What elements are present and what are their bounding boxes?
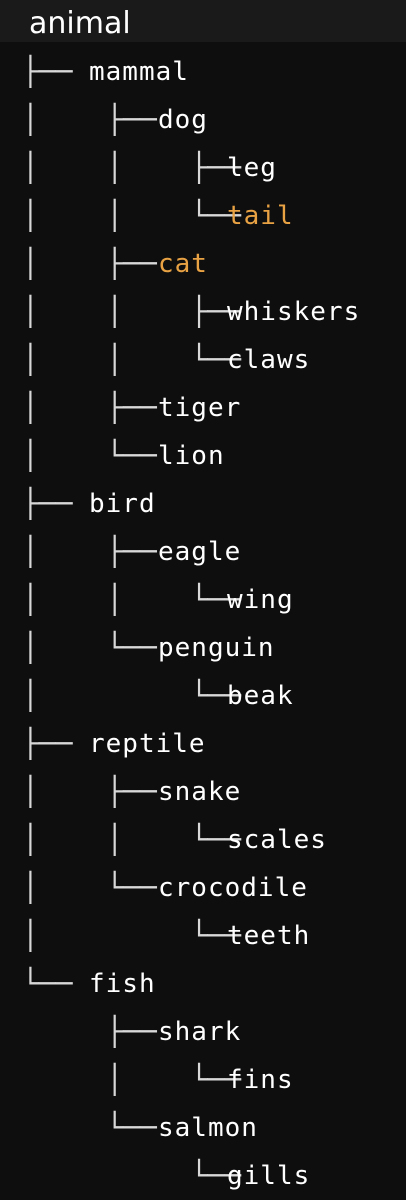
tree-branch-connector: ├── xyxy=(22,487,73,520)
tree-branch-connector: └── xyxy=(22,967,73,1000)
tree-node-label[interactable]: cat xyxy=(158,249,208,279)
tree-branch-connector: │ │ └── xyxy=(22,199,242,232)
tree-node-whiskers[interactable]: │ │ ├──whiskers xyxy=(0,288,406,336)
tree-branch-connector: │ │ └── xyxy=(22,343,242,376)
tree-node-claws[interactable]: │ │ └──claws xyxy=(0,336,406,384)
tree-node-mammal[interactable]: ├── mammal xyxy=(0,48,406,96)
root-header: animal xyxy=(0,0,406,42)
tree-branch-connector: │ └── xyxy=(22,919,242,952)
tree-node-eagle[interactable]: │ ├──eagle xyxy=(0,528,406,576)
tree-branch-connector: │ │ ├── xyxy=(22,151,242,184)
tree-branch-connector: │ └── xyxy=(22,439,157,472)
tree-node-label[interactable]: lion xyxy=(158,441,225,471)
tree-branch-connector: │ ├── xyxy=(22,391,157,424)
tree-node-label[interactable]: teeth xyxy=(227,921,311,951)
tree-node-label[interactable]: wing xyxy=(227,585,294,615)
tree-node-label[interactable]: crocodile xyxy=(158,873,308,903)
tree-branch-connector: │ │ └── xyxy=(22,583,242,616)
tree-node-label[interactable]: scales xyxy=(227,825,327,855)
tree-node-label[interactable]: tiger xyxy=(158,393,242,423)
tree-node-label[interactable]: fins xyxy=(227,1065,294,1095)
tree-node-bird[interactable]: ├── bird xyxy=(0,480,406,528)
tree-node-reptile[interactable]: ├── reptile xyxy=(0,720,406,768)
tree-node-lion[interactable]: │ └──lion xyxy=(0,432,406,480)
tree-node-label[interactable]: whiskers xyxy=(227,297,361,327)
tree-node-scales[interactable]: │ │ └──scales xyxy=(0,816,406,864)
tree-node-crocodile[interactable]: │ └──crocodile xyxy=(0,864,406,912)
tree-branch-connector: │ ├── xyxy=(22,247,157,280)
tree-node-label[interactable]: leg xyxy=(227,153,277,183)
tree-node-penguin[interactable]: │ └──penguin xyxy=(0,624,406,672)
tree-node-teeth[interactable]: │ └──teeth xyxy=(0,912,406,960)
tree-branch-connector: └── xyxy=(22,1159,242,1192)
tree-node-snake[interactable]: │ ├──snake xyxy=(0,768,406,816)
tree-node-label[interactable]: bird xyxy=(89,489,156,519)
tree-node-gills[interactable]: └──gills xyxy=(0,1152,406,1200)
tree-branch-connector: │ │ └── xyxy=(22,823,242,856)
tree-node-label[interactable]: fish xyxy=(89,969,156,999)
tree-node-shark[interactable]: ├──shark xyxy=(0,1008,406,1056)
tree-node-label[interactable]: snake xyxy=(158,777,242,807)
tree-node-wing[interactable]: │ │ └──wing xyxy=(0,576,406,624)
tree-node-salmon[interactable]: └──salmon xyxy=(0,1104,406,1152)
tree-node-fish[interactable]: └── fish xyxy=(0,960,406,1008)
tree-node-label[interactable]: gills xyxy=(227,1161,311,1191)
tree-branch-connector: │ ├── xyxy=(22,775,157,808)
tree-branch-connector: │ └── xyxy=(22,1063,242,1096)
tree-node-beak[interactable]: │ └──beak xyxy=(0,672,406,720)
root-label[interactable]: animal xyxy=(29,6,131,41)
tree-branch-connector: ├── xyxy=(22,1015,157,1048)
tree-node-label[interactable]: reptile xyxy=(89,729,206,759)
tree-node-label[interactable]: dog xyxy=(158,105,208,135)
tree-branch-connector: │ └── xyxy=(22,631,157,664)
tree-branch-connector: └── xyxy=(22,1111,157,1144)
tree-node-leg[interactable]: │ │ ├──leg xyxy=(0,144,406,192)
tree-node-label[interactable]: claws xyxy=(227,345,311,375)
tree-node-label[interactable]: eagle xyxy=(158,537,242,567)
tree-node-label[interactable]: penguin xyxy=(158,633,275,663)
tree-node-fins[interactable]: │ └──fins xyxy=(0,1056,406,1104)
tree-branch-connector: │ ├── xyxy=(22,103,157,136)
tree-node-label[interactable]: beak xyxy=(227,681,294,711)
tree-node-cat[interactable]: │ ├──cat xyxy=(0,240,406,288)
tree-branch-connector: │ │ ├── xyxy=(22,295,242,328)
tree-node-tiger[interactable]: │ ├──tiger xyxy=(0,384,406,432)
tree-branch-connector: ├── xyxy=(22,727,73,760)
tree-branch-connector: │ └── xyxy=(22,679,242,712)
tree-node-dog[interactable]: │ ├──dog xyxy=(0,96,406,144)
tree-node-label[interactable]: salmon xyxy=(158,1113,258,1143)
tree-branch-connector: ├── xyxy=(22,55,73,88)
tree-branch-connector: │ ├── xyxy=(22,535,157,568)
tree-node-label[interactable]: mammal xyxy=(89,57,189,87)
tree-node-tail[interactable]: │ │ └──tail xyxy=(0,192,406,240)
tree-node-label[interactable]: tail xyxy=(227,201,294,231)
tree-node-label[interactable]: shark xyxy=(158,1017,242,1047)
tree-branch-connector: │ └── xyxy=(22,871,157,904)
